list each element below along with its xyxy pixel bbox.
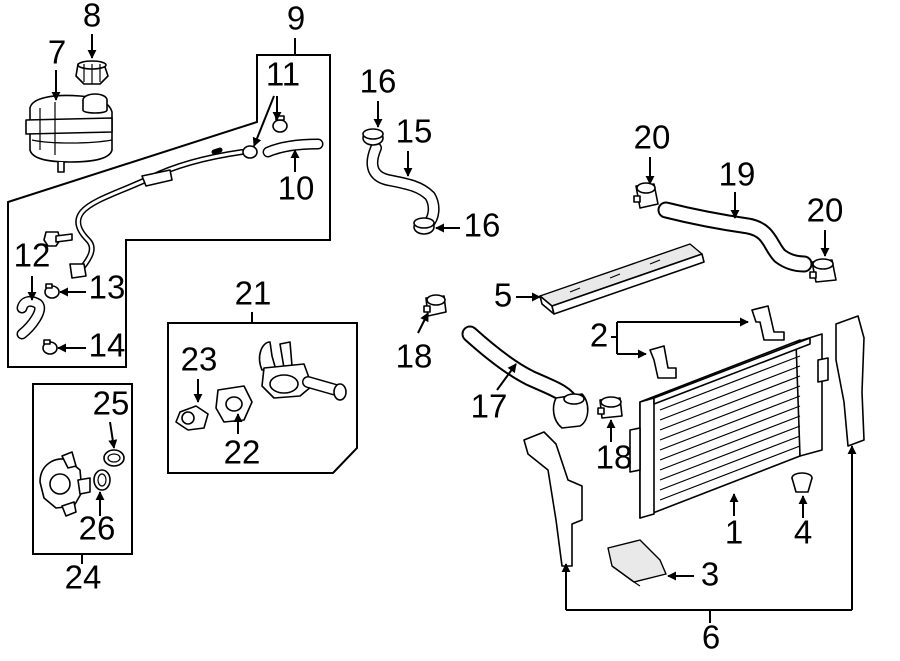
callout-13: 13 <box>89 269 126 306</box>
callout-2: 2 <box>590 317 608 354</box>
group-box-21 <box>167 322 358 474</box>
clamp-16-lower <box>413 217 435 235</box>
group-box-9 <box>7 54 331 368</box>
bracket-2-lower <box>649 345 677 379</box>
callout-20-right: 20 <box>807 192 844 229</box>
thermostat-housing <box>258 341 347 401</box>
clamp-18-lower <box>597 396 623 419</box>
hose-15 <box>366 142 440 230</box>
callout-17: 17 <box>471 388 508 425</box>
callout-11: 11 <box>266 56 300 93</box>
hose-12 <box>16 295 45 340</box>
callout-4: 4 <box>794 514 812 551</box>
bracket-2-upper <box>751 305 785 341</box>
gasket-26 <box>93 469 111 491</box>
callout-3: 3 <box>701 556 719 593</box>
side-baffle-6-right <box>835 315 865 447</box>
callout-23: 23 <box>181 341 218 378</box>
clamp-18-upper <box>423 294 447 317</box>
callout-25: 25 <box>93 385 130 422</box>
callout-8: 8 <box>83 0 101 34</box>
callout-6: 6 <box>702 619 720 656</box>
radiator <box>629 333 829 519</box>
callout-18-upper: 18 <box>396 338 433 375</box>
clamp-11 <box>242 115 288 159</box>
callout-15: 15 <box>396 113 433 150</box>
callout-5: 5 <box>494 277 512 314</box>
hose-10 <box>262 138 324 158</box>
hose-17 <box>461 325 589 429</box>
gasket-22 <box>215 385 253 423</box>
clamp-13 <box>44 283 60 299</box>
leader-lines <box>27 34 857 623</box>
overflow-hose-assembly <box>69 147 245 279</box>
upper-deflector-5 <box>539 243 705 315</box>
callout-14: 14 <box>89 327 126 364</box>
callout-16-lower: 16 <box>464 207 501 244</box>
callout-9: 9 <box>287 0 305 37</box>
isolator-4 <box>791 472 813 493</box>
callout-18-lower: 18 <box>596 439 633 476</box>
callout-12: 12 <box>14 237 51 274</box>
callout-22: 22 <box>224 434 261 471</box>
clamp-16-upper <box>362 128 384 146</box>
callout-7: 7 <box>48 34 66 71</box>
callout-26: 26 <box>79 510 116 547</box>
bolt-12 <box>43 231 73 247</box>
water-outlet-24 <box>39 451 91 517</box>
callout-21: 21 <box>235 275 272 312</box>
callout-20-left: 20 <box>634 119 671 156</box>
lower-deflector-3 <box>607 539 667 587</box>
clamp-20-left <box>633 182 659 209</box>
clamp-14 <box>42 339 58 355</box>
clamp-20-right <box>809 258 837 283</box>
callout-1: 1 <box>725 514 743 551</box>
callout-16-upper: 16 <box>360 63 397 100</box>
callout-10: 10 <box>278 170 315 207</box>
coolant-reservoir <box>25 93 113 173</box>
hose-19 <box>657 201 813 273</box>
callout-19: 19 <box>719 156 756 193</box>
o-ring-25 <box>103 449 125 467</box>
side-baffle-6-left <box>523 431 583 567</box>
thermostat-23 <box>175 405 209 431</box>
callout-24: 24 <box>65 559 102 596</box>
reservoir-cap <box>75 60 109 85</box>
